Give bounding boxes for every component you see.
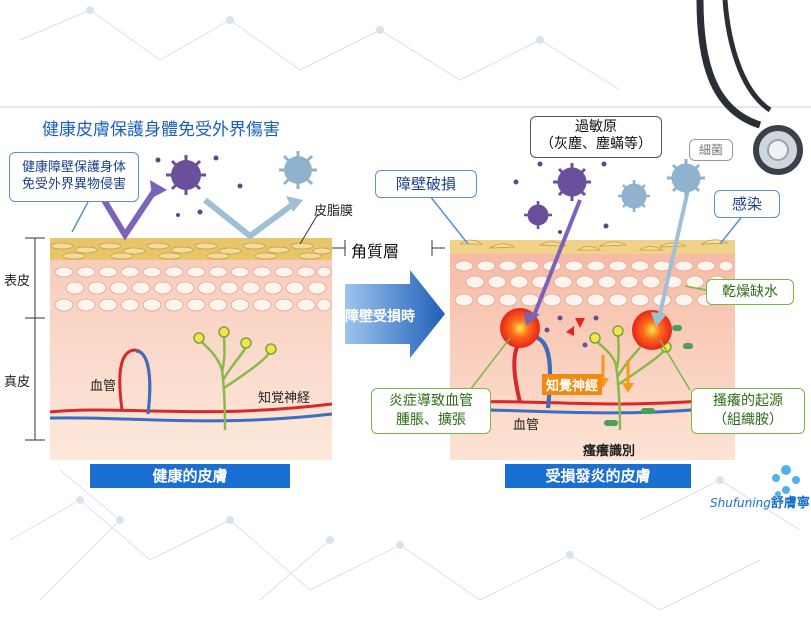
itch-origin-line1: 搔癢的起源 (713, 393, 783, 409)
dermis-label: 真皮 (4, 375, 31, 390)
blood-vessel-red (49, 402, 333, 414)
allergen-callout: 過敏原 （灰塵、塵蟎等） (530, 116, 662, 158)
blood-vessel-blue (49, 412, 333, 423)
damaged-skin-caption: 受損發炎的皮膚 (505, 464, 691, 488)
inflammation-line2: 腫脹、擴張 (396, 412, 466, 428)
nerve-label-right: 知覺神經 (542, 374, 603, 395)
brand-logo-icon (772, 465, 800, 497)
brand-mark: ® (810, 495, 811, 505)
healthy-skin-caption: 健康的皮膚 (90, 464, 290, 488)
healthy-barrier-line2: 免受外界異物侵害 (21, 177, 126, 192)
inflammation-line1: 炎症導致血管 (389, 393, 473, 409)
healthy-skin-block (49, 238, 333, 460)
dryness-callout: 乾燥缺水 (706, 279, 794, 305)
stethoscope-icon (696, 0, 803, 175)
sebum-label: 皮脂膜 (314, 204, 354, 219)
itch-origin-line2: （組織胺） (713, 412, 783, 428)
brand-name: Shufuning舒膚寧® (710, 492, 811, 511)
bacteria-callout: 細菌 (689, 139, 733, 161)
barrier-damage-callout: 障壁破損 (375, 170, 477, 198)
allergen-virus-left (166, 155, 206, 195)
inflammation-callout: 炎症導致血管 腫脹、擴張 (371, 388, 491, 434)
transition-arrow (345, 270, 445, 358)
vessel-label-left: 血管 (90, 379, 117, 394)
healthy-barrier-callout: 健康障壁保護身体 免受外界異物侵害 (9, 152, 139, 202)
stratum-corneum-label: 角質層 (351, 242, 400, 261)
allergen-examples: （灰塵、塵蟎等） (540, 136, 652, 152)
epidermis-label: 表皮 (4, 274, 31, 289)
page-title: 健康皮膚保護身體免受外界傷害 (42, 120, 280, 140)
allergen-virus-right (524, 163, 591, 229)
itch-recognition-label: 瘙癢識別 (583, 444, 636, 459)
bacteria-virus-right (618, 159, 705, 212)
brand-chinese: 舒膚寧 (770, 496, 810, 511)
brand-latin: Shufuning (710, 496, 771, 510)
arrow-label: 障壁受損時 (345, 309, 415, 325)
itch-origin-callout: 搔癢的起源 （組織胺） (691, 388, 805, 434)
bacteria-virus-left (279, 151, 317, 189)
nerve-label-left: 知覚神経 (258, 391, 311, 406)
healthy-barrier-line1: 健康障壁保護身体 (21, 160, 126, 175)
infection-callout: 感染 (714, 190, 780, 218)
allergen-title: 過敏原 (575, 119, 617, 135)
vessel-label-right: 血管 (513, 418, 540, 433)
